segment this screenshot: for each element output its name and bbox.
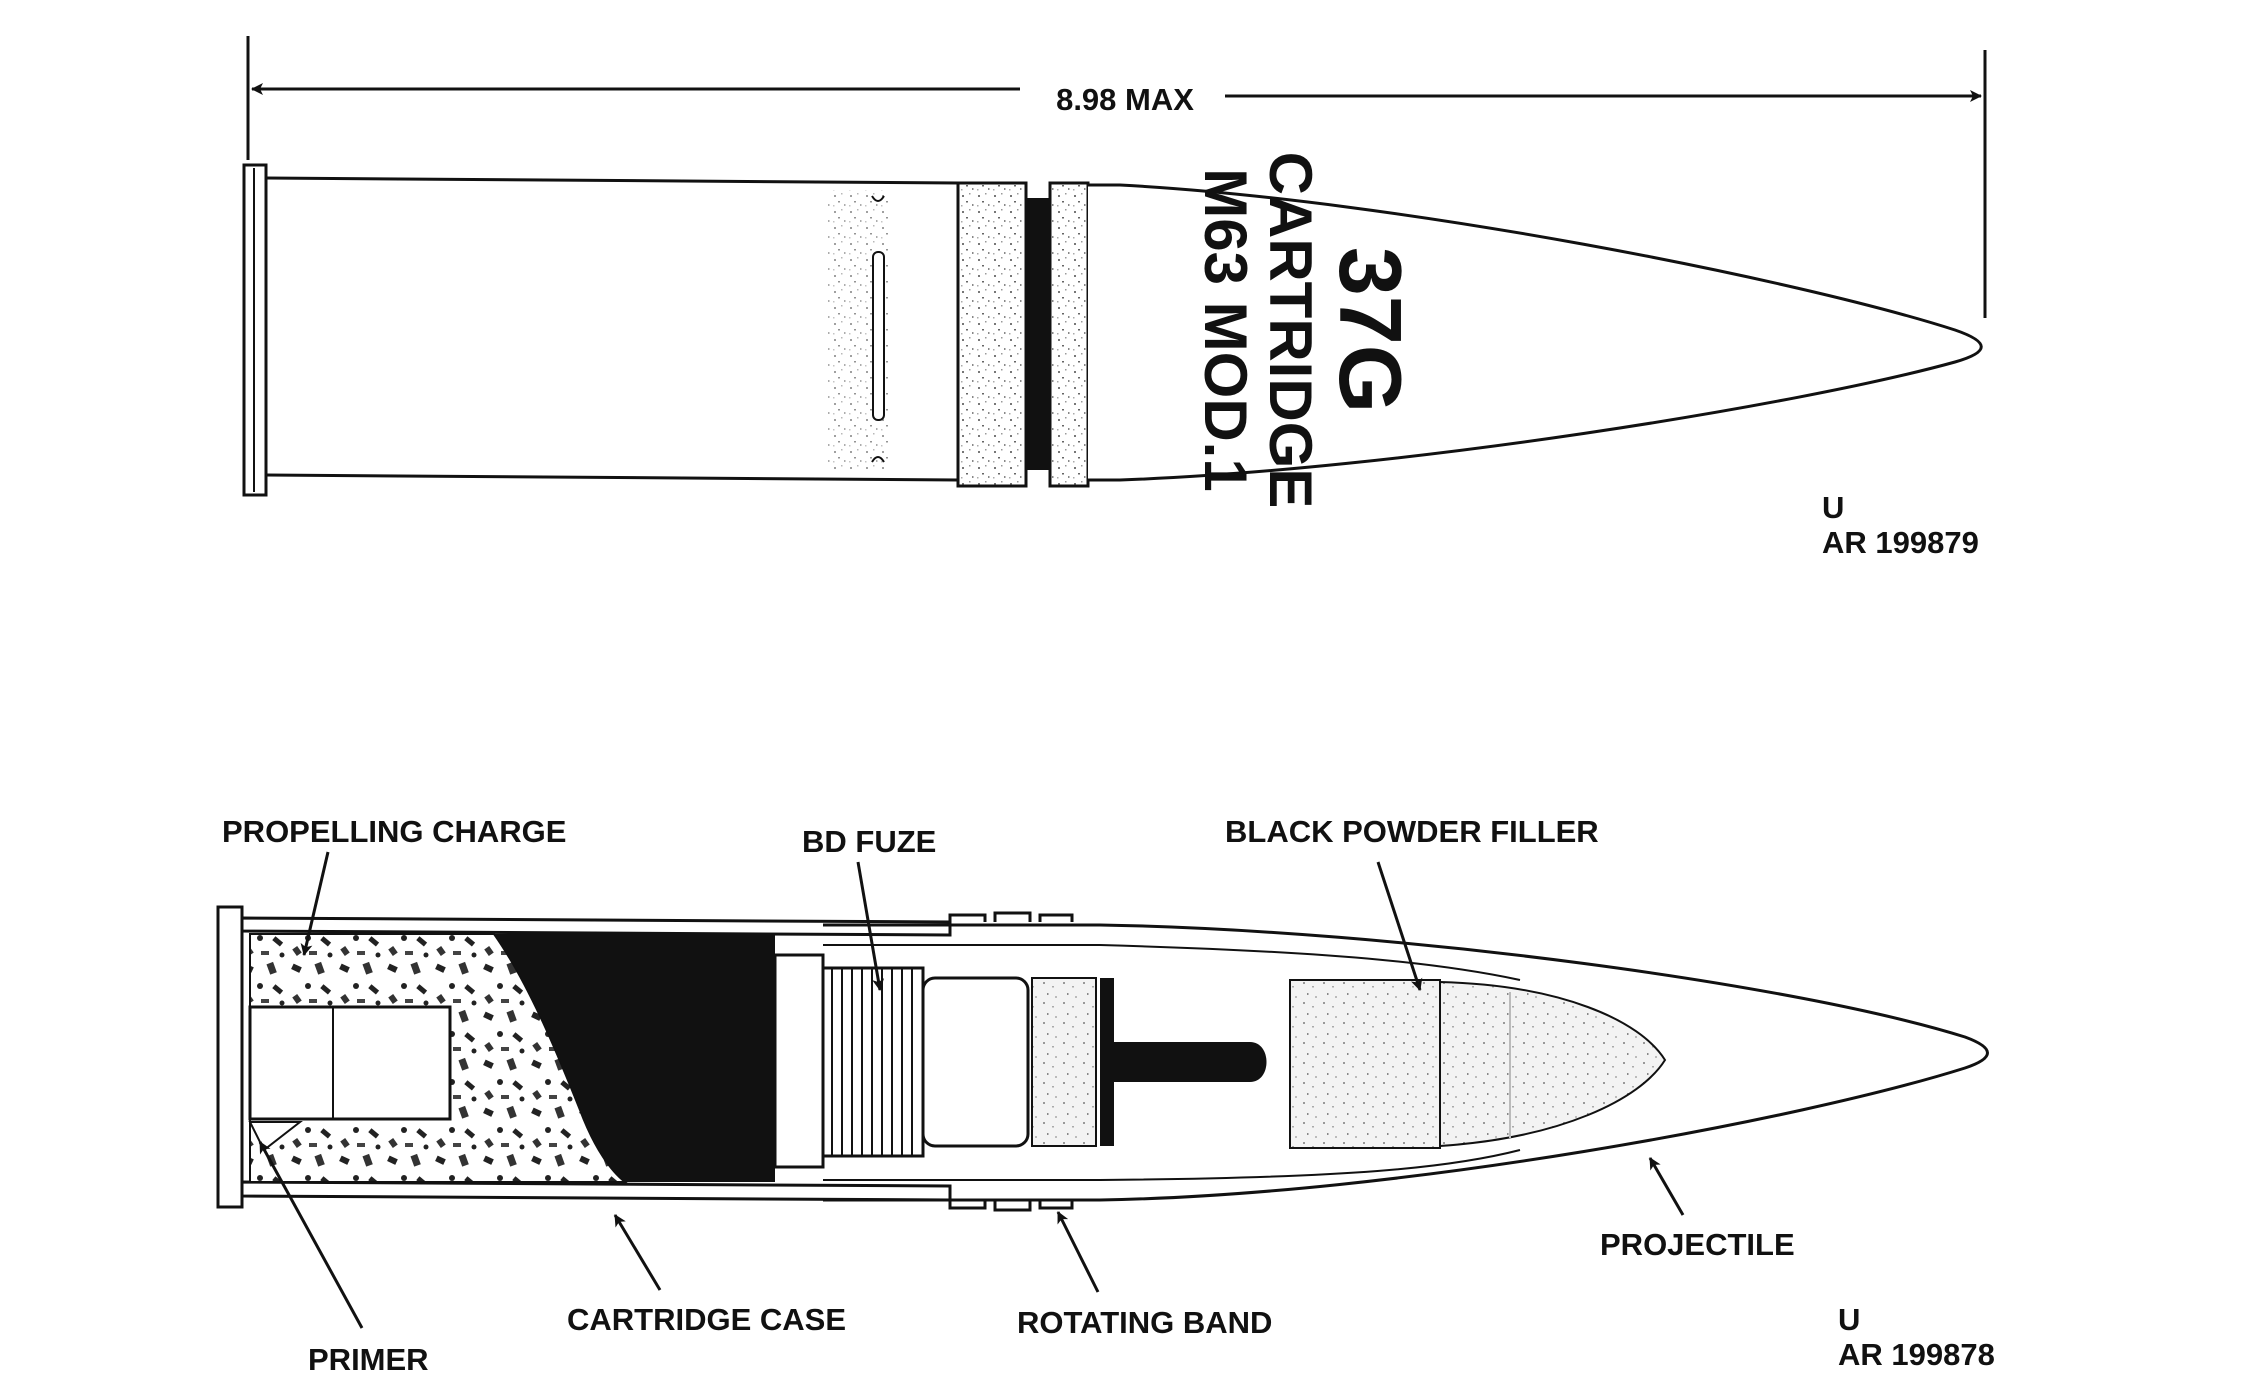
label-cartridge-case: CARTRIDGE CASE	[567, 1302, 846, 1337]
marking-model: M63 MOD.1	[1192, 168, 1259, 491]
case-rim	[242, 163, 268, 497]
top-class-code: U	[1822, 490, 1844, 525]
section-case-rim	[216, 905, 244, 1209]
cartridge-case-body	[265, 176, 959, 482]
projectile-inner-wall	[823, 944, 1521, 1181]
primer	[248, 1005, 452, 1152]
section-cartridge-view: PROPELLING CHARGE BD FUZE BLACK POWDER F…	[216, 814, 1995, 1377]
dimension-label: 8.98 MAX	[1056, 82, 1194, 117]
black-powder-filler	[1289, 979, 1441, 1149]
section-ref-number: AR 199878	[1838, 1337, 1995, 1372]
section-rotating-band	[948, 911, 1074, 1212]
projectile-ogive	[1088, 183, 1983, 482]
filler-nose	[1439, 980, 1667, 1148]
top-ref-number: AR 199879	[1822, 525, 1979, 560]
rotating-band	[956, 181, 1090, 488]
leader-lines	[258, 851, 1685, 1329]
section-projectile-outline	[823, 923, 1989, 1202]
fuze-plunger	[1114, 1042, 1267, 1082]
fuze-body	[773, 953, 825, 1169]
label-primer: PRIMER	[308, 1342, 429, 1377]
label-black-powder-filler: BLACK POWDER FILLER	[1225, 814, 1599, 849]
label-projectile: PROJECTILE	[1600, 1227, 1795, 1262]
overall-length-dimension: 8.98 MAX	[246, 36, 1987, 318]
marking-lot-code: 37G	[1321, 247, 1420, 413]
label-bd-fuze: BD FUZE	[802, 824, 936, 859]
marking-cartridge: CARTRIDGE	[1257, 152, 1324, 509]
label-rotating-band: ROTATING BAND	[1017, 1305, 1272, 1340]
bd-fuze	[821, 966, 1114, 1158]
label-propelling-charge: PROPELLING CHARGE	[222, 814, 566, 849]
propellant-dark-region	[494, 934, 775, 1182]
projectile-markings: 37G CARTRIDGE M63 MOD.1	[1192, 152, 1420, 509]
section-class-code: U	[1838, 1302, 1860, 1337]
section-case-wall	[240, 916, 952, 1202]
top-cartridge-view: 8.98 MAX 37G CARTRIDGE M63 MOD	[242, 36, 1987, 560]
